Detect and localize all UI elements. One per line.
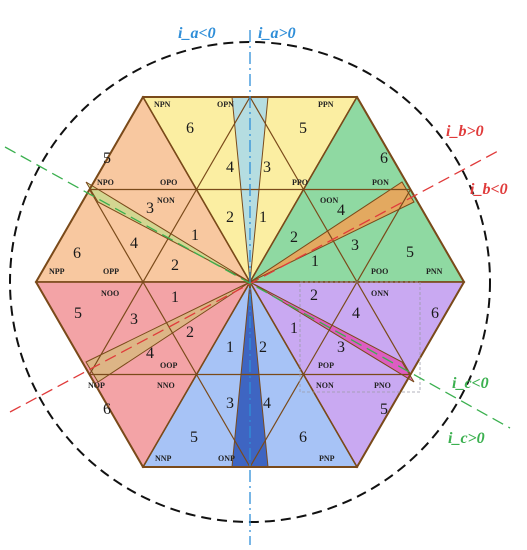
- region-number: 3: [263, 159, 271, 176]
- region-number: 6: [73, 245, 81, 262]
- region-number: 1: [226, 339, 234, 356]
- region-number: 3: [226, 395, 234, 412]
- vector-label: OON: [320, 196, 338, 205]
- ib-positive-label: i_b>0: [446, 123, 484, 140]
- region-number: 5: [380, 401, 388, 418]
- region-number: 1: [191, 227, 199, 244]
- region-number: 5: [190, 429, 198, 446]
- vector-label: ONP: [218, 454, 235, 463]
- region-number: 4: [263, 395, 271, 412]
- vector-label: NPN: [154, 100, 171, 109]
- wedge-b-upper-right: [249, 181, 415, 283]
- vector-label: NPP: [49, 267, 65, 276]
- wedge-c-lower-right: [249, 281, 415, 383]
- vector-label: OPO: [160, 178, 177, 187]
- region-number: 5: [406, 244, 414, 261]
- region-number: 6: [431, 305, 439, 322]
- region-number: 6: [380, 150, 388, 167]
- region-number: 3: [337, 339, 345, 356]
- ia-negative-label: i_a<0: [178, 25, 216, 42]
- wedge-c-upper-left: [85, 181, 251, 283]
- vector-label: NOO: [101, 289, 119, 298]
- region-number: 4: [226, 159, 234, 176]
- vector-label: NNP: [155, 454, 172, 463]
- region-number: 2: [259, 339, 267, 356]
- vector-label: NOP: [88, 381, 105, 390]
- region-number: 1: [259, 209, 267, 226]
- vector-label: PNP: [319, 454, 335, 463]
- ib-negative-label: i_b<0: [470, 181, 508, 198]
- vector-label: POP: [318, 361, 334, 370]
- vector-label: PON: [372, 178, 389, 187]
- region-number: 4: [146, 345, 154, 362]
- vector-label: POO: [371, 267, 388, 276]
- vector-label: NPO: [97, 178, 114, 187]
- region-number: 2: [310, 287, 318, 304]
- wedge-b-lower-left: [85, 281, 251, 383]
- ib-zero-line: [9, 149, 501, 413]
- dashed-box-right: [299, 281, 421, 393]
- region-number: 2: [290, 229, 298, 246]
- vector-label: OPP: [103, 267, 119, 276]
- region-number: 6: [103, 401, 111, 418]
- region-number: 6: [186, 120, 194, 137]
- region-number: 6: [299, 429, 307, 446]
- region-number: 2: [226, 209, 234, 226]
- vector-label: OPN: [217, 100, 234, 109]
- ia-positive-label: i_a>0: [258, 25, 296, 42]
- vector-label: PNN: [426, 267, 443, 276]
- vector-label: PPN: [318, 100, 334, 109]
- region-number: 5: [103, 150, 111, 167]
- vector-label: PPO: [292, 178, 308, 187]
- vector-label: NON: [157, 196, 175, 205]
- region-number: 4: [130, 235, 138, 252]
- ic-zero-line: [4, 146, 511, 429]
- region-number: 2: [171, 257, 179, 274]
- region-number: 3: [146, 200, 154, 217]
- ic-positive-label: i_c>0: [448, 430, 485, 447]
- region-number: 1: [290, 320, 298, 337]
- vector-label: ONN: [371, 289, 389, 298]
- region-number: 1: [311, 253, 319, 270]
- vector-label: NON: [316, 381, 334, 390]
- hexagon-outline: [34, 96, 466, 468]
- vector-label: NNO: [157, 381, 175, 390]
- region-number: 4: [337, 202, 345, 219]
- region-number: 2: [186, 324, 194, 341]
- region-number: 1: [171, 289, 179, 306]
- ic-negative-label: i_c<0: [452, 375, 489, 392]
- region-number: 5: [74, 305, 82, 322]
- vector-label: OOP: [160, 361, 177, 370]
- vector-label: PNO: [374, 381, 391, 390]
- region-number: 4: [352, 305, 360, 322]
- region-number: 5: [299, 120, 307, 137]
- region-number: 3: [351, 237, 359, 254]
- region-number: 3: [130, 311, 138, 328]
